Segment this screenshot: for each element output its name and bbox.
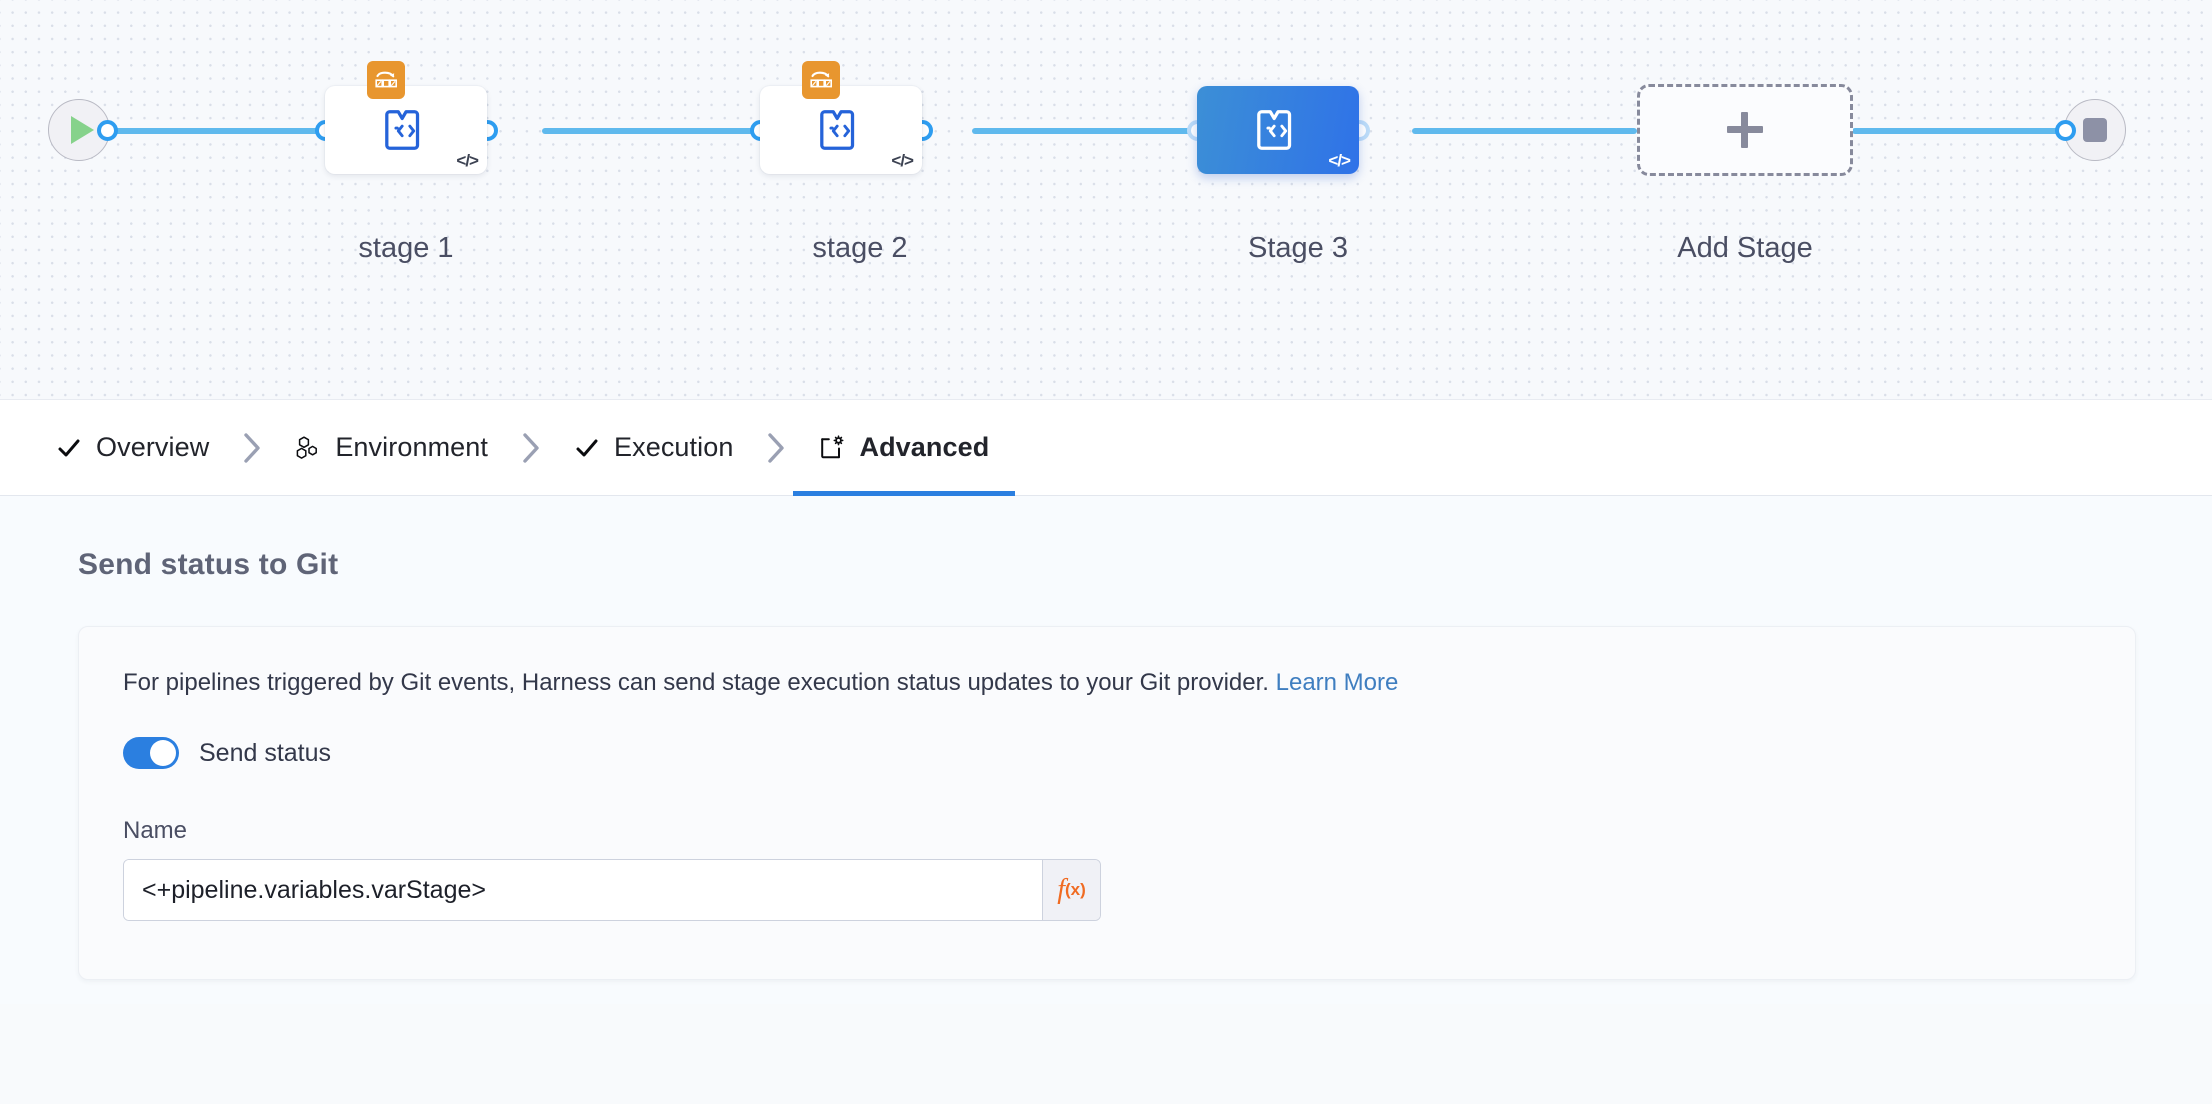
tab-environment[interactable]: Environment bbox=[269, 400, 514, 495]
tab-execution[interactable]: Execution bbox=[548, 400, 759, 495]
add-stage-node[interactable] bbox=[1637, 84, 1853, 176]
send-status-toggle[interactable] bbox=[123, 737, 179, 769]
toggle-knob bbox=[150, 740, 176, 766]
name-field-label: Name bbox=[123, 817, 188, 844]
check-icon bbox=[58, 439, 80, 456]
tab-advanced[interactable]: Advanced bbox=[793, 400, 1016, 496]
stage-node-stage-2[interactable]: </> bbox=[760, 61, 922, 174]
pipeline-canvas[interactable]: </> stage 1 </> stage 2 bbox=[0, 0, 2212, 400]
connector-add-to-end bbox=[1852, 128, 2062, 134]
page-title: Send status to Git bbox=[78, 548, 339, 581]
stage-node-stage-3[interactable]: </> bbox=[1197, 86, 1359, 174]
connector-stage2-to-stage3 bbox=[972, 128, 1207, 134]
stop-icon bbox=[2083, 118, 2107, 142]
connector-stage1-to-stage2 bbox=[542, 128, 772, 134]
stage-code-marker: </> bbox=[891, 151, 914, 170]
tab-overview[interactable]: Overview bbox=[30, 400, 235, 495]
connector-stage3-to-add bbox=[1412, 128, 1637, 134]
name-input[interactable] bbox=[124, 860, 1042, 920]
play-icon bbox=[71, 116, 94, 144]
expression-fx-button[interactable]: f(x) bbox=[1042, 860, 1100, 920]
fx-f-glyph: f bbox=[1057, 874, 1065, 905]
stage-label-stage-3: Stage 3 bbox=[1248, 232, 1348, 264]
stage-label-stage-1: stage 1 bbox=[358, 232, 454, 264]
chevron-right-icon bbox=[768, 432, 785, 463]
tab-overview-label: Overview bbox=[96, 432, 210, 462]
ci-stage-icon bbox=[820, 110, 855, 150]
chevron-right-icon bbox=[244, 432, 261, 463]
tab-separator-3 bbox=[759, 400, 793, 495]
tab-execution-label: Execution bbox=[614, 432, 734, 462]
end-node-port[interactable] bbox=[2055, 120, 2076, 141]
hexagons-icon bbox=[296, 435, 318, 459]
card-gear-icon bbox=[821, 434, 844, 458]
start-node-port[interactable] bbox=[97, 120, 118, 141]
add-stage-label: Add Stage bbox=[1677, 232, 1813, 264]
ci-stage-icon bbox=[1257, 110, 1292, 150]
chevron-right-icon bbox=[523, 432, 539, 463]
stage-label-stage-2: stage 2 bbox=[812, 232, 908, 264]
fx-x-glyph: (x) bbox=[1065, 880, 1086, 899]
tab-separator-1 bbox=[235, 400, 269, 495]
looping-strategy-icon bbox=[802, 61, 840, 99]
tab-advanced-label: Advanced bbox=[859, 432, 990, 462]
advanced-tab-content: Send status to Git For pipelines trigger… bbox=[0, 496, 2212, 1004]
stage-node-stage-1[interactable]: </> bbox=[325, 61, 487, 174]
stage-config-tabbar: Overview Environment Execution bbox=[0, 400, 2212, 496]
stage-code-marker: </> bbox=[456, 151, 479, 170]
learn-more-link[interactable]: Learn More bbox=[1275, 669, 1399, 696]
send-status-panel: For pipelines triggered by Git events, H… bbox=[78, 626, 2136, 980]
connector-start-to-stage1 bbox=[105, 128, 335, 134]
looping-strategy-icon bbox=[367, 61, 405, 99]
panel-description-text: For pipelines triggered by Git events, H… bbox=[123, 669, 1269, 696]
send-status-toggle-label: Send status bbox=[199, 738, 332, 767]
ci-stage-icon bbox=[385, 110, 420, 150]
plus-icon bbox=[1727, 112, 1763, 148]
panel-description: For pipelines triggered by Git events, H… bbox=[123, 669, 2091, 697]
tab-separator-2 bbox=[514, 400, 548, 495]
stage-code-marker: </> bbox=[1328, 151, 1351, 170]
check-icon bbox=[576, 439, 598, 456]
send-status-toggle-row: Send status bbox=[123, 737, 2091, 769]
name-field-wrapper: f(x) bbox=[123, 859, 1101, 921]
tab-environment-label: Environment bbox=[335, 432, 488, 462]
